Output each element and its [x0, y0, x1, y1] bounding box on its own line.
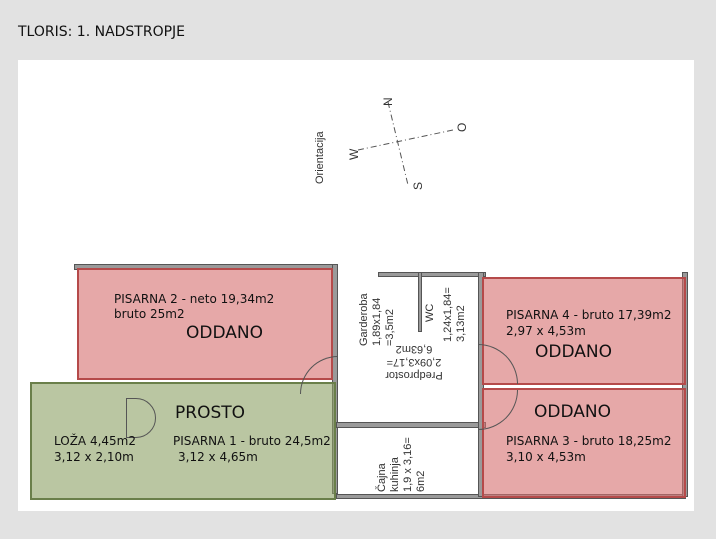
wc-dimensions: 1,24x1,84= [442, 287, 454, 342]
wc-name: WC [424, 303, 436, 322]
pisarna-3-dimensions: 3,10 x 4,53m [506, 450, 586, 464]
pisarna-2-gross: bruto 25m2 [114, 307, 185, 321]
pisarna-2-area: PISARNA 2 - neto 19,34m2 [114, 292, 275, 306]
room-pisarna-1[interactable] [30, 382, 336, 500]
predprostor-label: Predprostor 2,09x3,17= 6,63m2 [364, 342, 464, 381]
cajna-area: 6m2 [415, 470, 427, 492]
wall [336, 422, 486, 428]
wc-area-label: 1,24x1,84= 3,13m2 [442, 287, 468, 342]
orientation-label: Orientacija [314, 131, 326, 184]
garderoba-label: Garderoba 1,89x1,84 =3,5m2 [358, 293, 397, 346]
garderoba-name: Garderoba [358, 293, 370, 346]
wall [378, 272, 486, 277]
loza-dimensions: 3,12 x 2,10m [54, 450, 134, 464]
garderoba-area: =3,5m2 [384, 309, 396, 346]
pisarna-1-status: PROSTO [175, 403, 246, 423]
pisarna-2-status: ODDANO [186, 323, 263, 343]
loza-area: LOŽA 4,45m2 [54, 434, 136, 448]
room-pisarna-3[interactable] [482, 388, 686, 498]
predprostor-area: 6,63m2 [395, 343, 433, 355]
room-pisarna-4[interactable] [482, 277, 686, 385]
pisarna-3-status: ODDANO [534, 402, 611, 422]
pisarna-4-dimensions: 2,97 x 4,53m [506, 324, 586, 338]
room-pisarna-2[interactable] [77, 268, 333, 380]
pisarna-1-dimensions: 3,12 x 4,65m [178, 450, 258, 464]
pisarna-3-area: PISARNA 3 - bruto 18,25m2 [506, 434, 672, 448]
wc-label: WC [424, 304, 437, 322]
cajna-label: Čajna kuhinja 1,9 x 3,16= 6m2 [376, 437, 428, 492]
wall [418, 272, 422, 332]
pisarna-4-area: PISARNA 4 - bruto 17,39m2 [506, 308, 672, 322]
cajna-dimensions: 1,9 x 3,16= [402, 437, 414, 492]
cajna-name-2: kuhinja [389, 457, 401, 492]
cajna-name: Čajna [376, 463, 388, 492]
garderoba-dimensions: 1,89x1,84 [371, 297, 383, 346]
compass-east: O [455, 122, 469, 132]
compass-icon [357, 101, 454, 186]
floor-plan: Orientacija N S W O PISARNA 2 - neto 19,… [18, 60, 694, 511]
compass-south: S [411, 181, 425, 190]
predprostor-name: Predprostor [385, 369, 443, 381]
compass-north: N [381, 97, 395, 106]
pisarna-1-area: PISARNA 1 - bruto 24,5m2 [173, 434, 331, 448]
page-title: TLORIS: 1. NADSTROPJE [18, 24, 186, 40]
wc-area: 3,13m2 [455, 305, 467, 342]
compass-west: W [347, 148, 361, 160]
predprostor-dimensions: 2,09x3,17= [386, 356, 442, 368]
pisarna-4-status: ODDANO [535, 342, 612, 362]
